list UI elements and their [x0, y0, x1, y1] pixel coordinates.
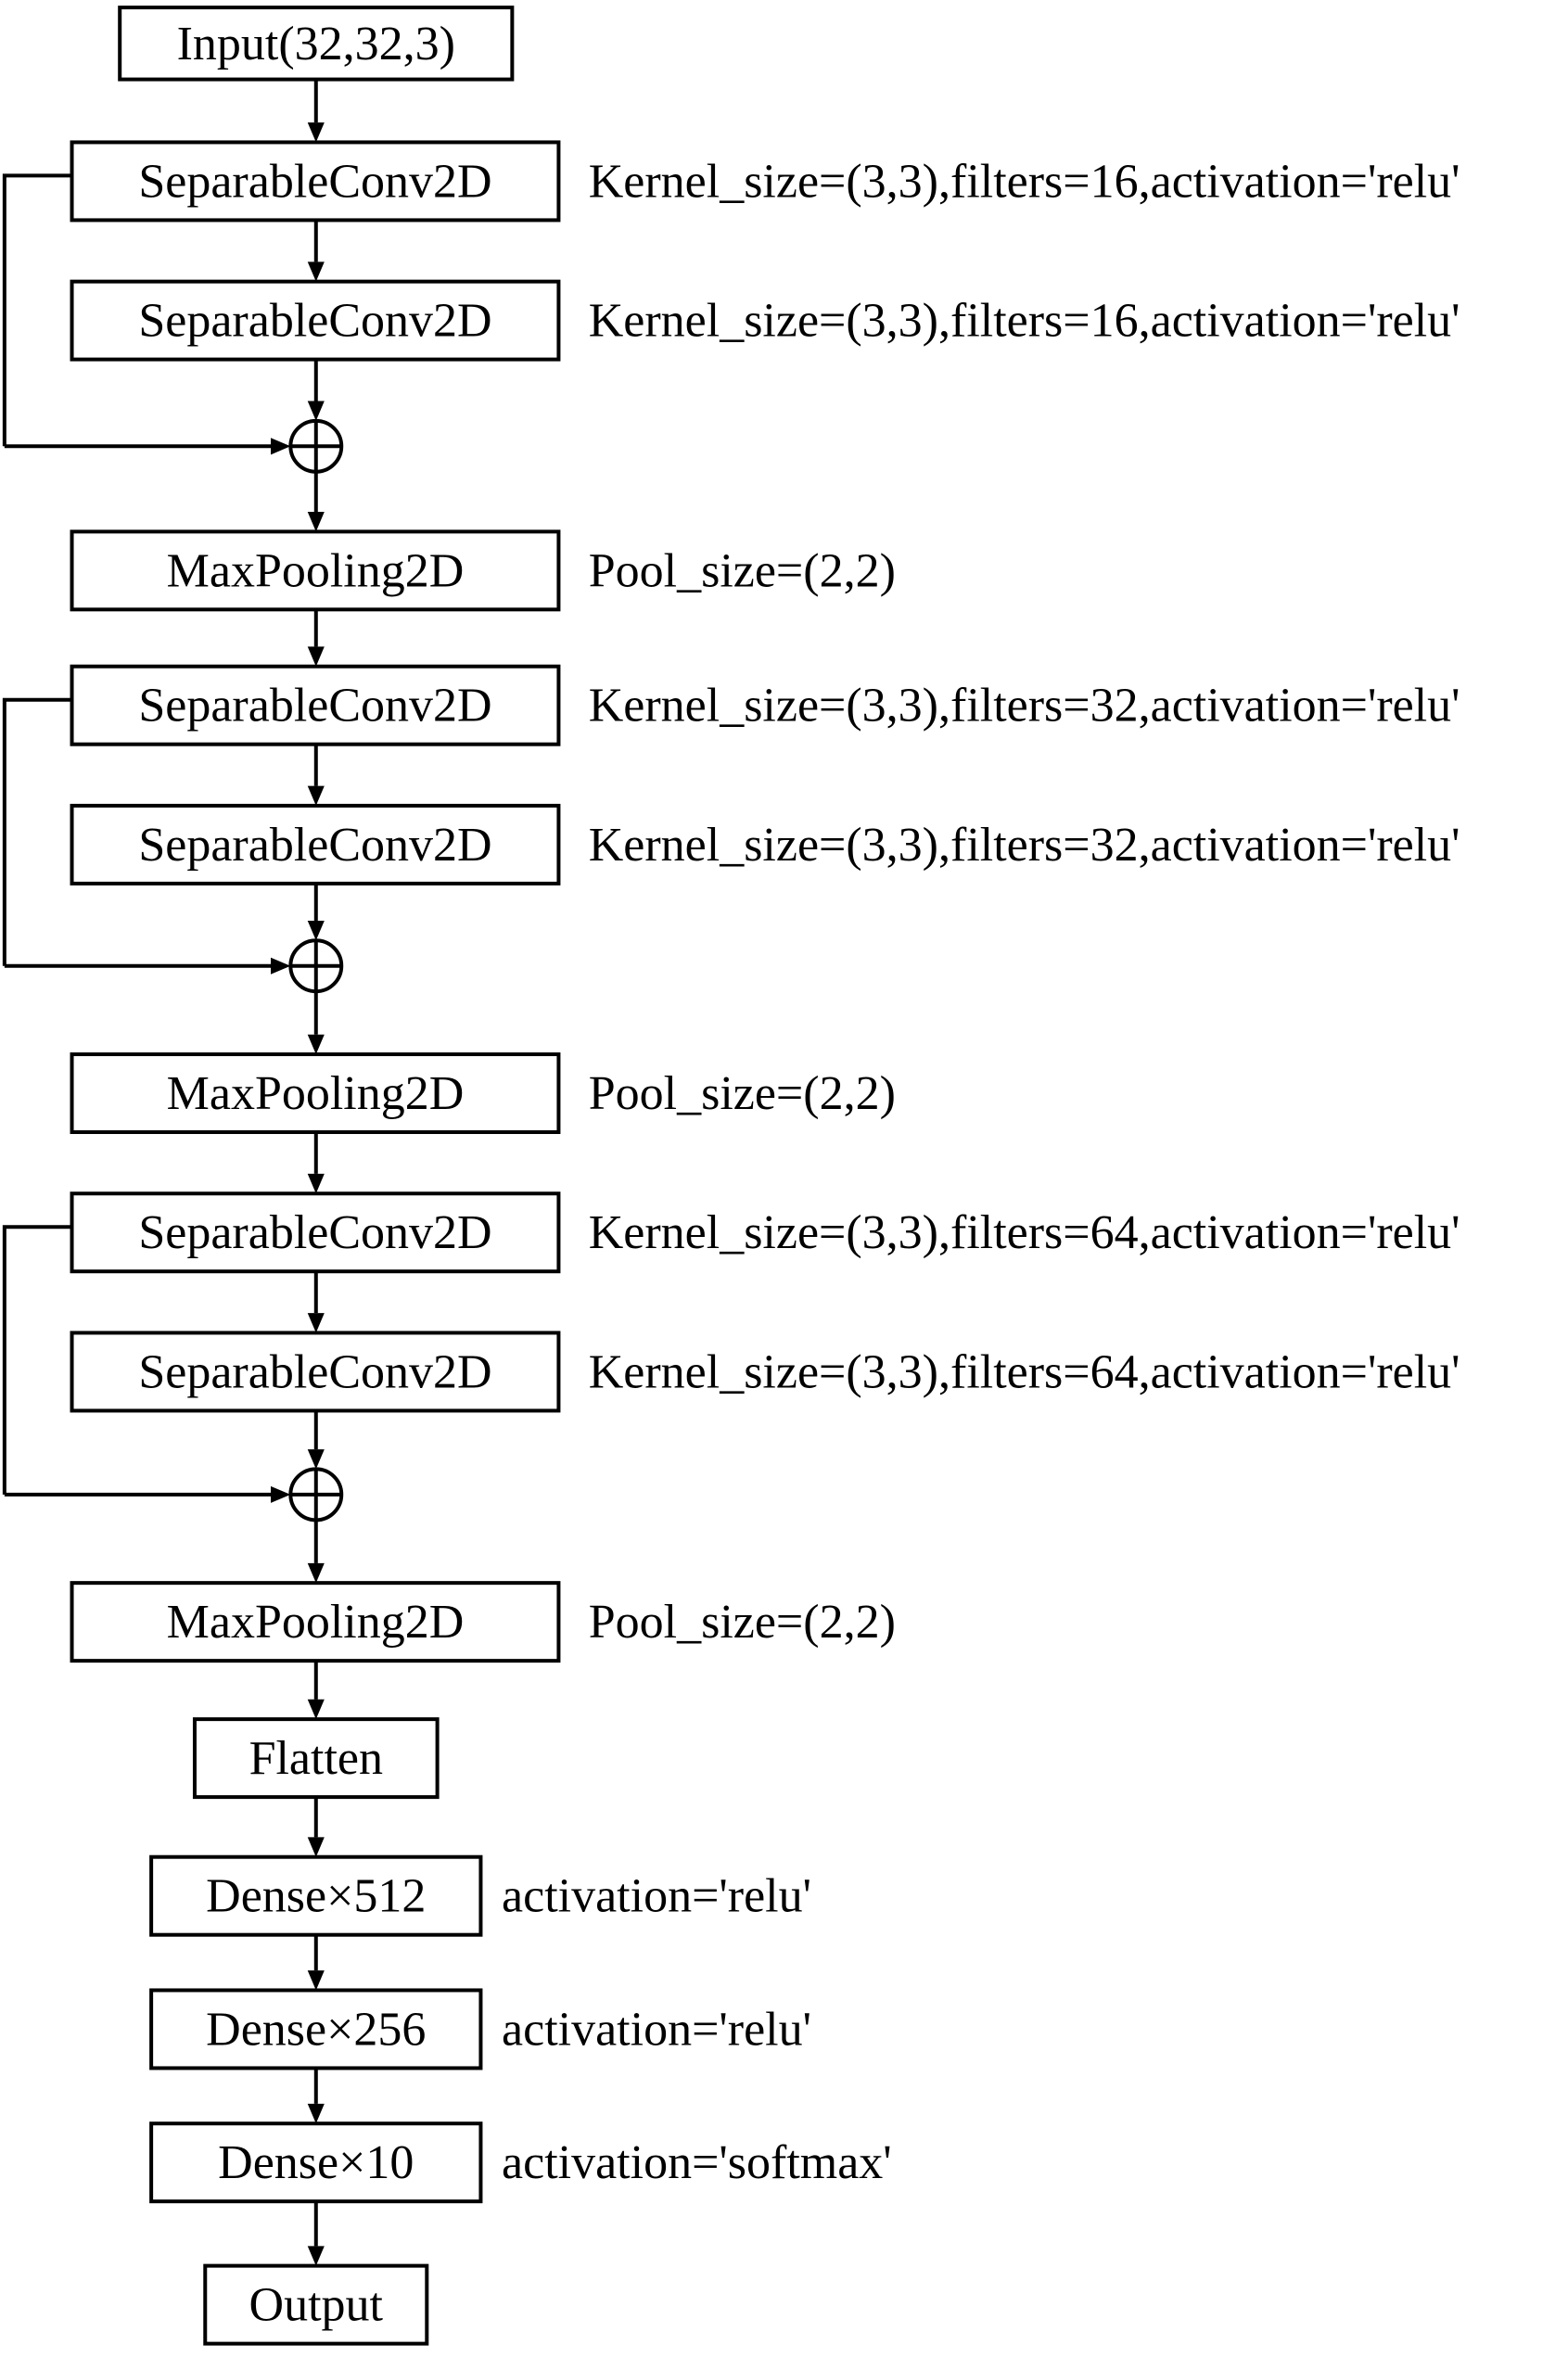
- edge-from-add-0-head: [307, 512, 325, 532]
- layer-params: activation='relu': [502, 1870, 811, 1923]
- add-nodes-layer: [288, 418, 344, 1522]
- layer-params: Pool_size=(2,2): [589, 1067, 896, 1120]
- layer-params: Pool_size=(2,2): [589, 1596, 896, 1649]
- edge-to-add-0-head: [307, 401, 325, 421]
- layer-label: SeparableConv2D: [138, 680, 491, 733]
- layer-node-input: Input(32,32,3): [118, 6, 515, 82]
- edges-layer: [2, 79, 325, 2266]
- edge-pool2-conv3a-head: [307, 1173, 325, 1194]
- layer-label: Dense×256: [206, 2003, 426, 2056]
- layer-box: [70, 1052, 561, 1135]
- skip-connection-2: [2, 1225, 72, 1495]
- layer-label: SeparableConv2D: [138, 1345, 491, 1398]
- edge-conv2a-conv2b-head: [307, 785, 325, 806]
- layer-params: Kernel_size=(3,3),filters=64,activation=…: [589, 1345, 1460, 1398]
- layer-params: activation='relu': [502, 2003, 811, 2056]
- nodes-layer: Input(32,32,3) SeparableConv2D SeparableCo…: [70, 6, 561, 2346]
- layer-params: Kernel_size=(3,3),filters=64,activation=…: [589, 1206, 1460, 1259]
- edge-conv3a-conv3b-head: [307, 1313, 325, 1333]
- layer-box: [70, 803, 561, 885]
- edge-dense10-output-head: [307, 2246, 325, 2266]
- layer-box: [70, 1331, 561, 1413]
- layer-node-pool2: MaxPooling2D: [70, 1052, 561, 1135]
- layer-box: [70, 1581, 561, 1663]
- layer-node-dense512: Dense×512: [149, 1854, 483, 1937]
- layer-box: [70, 1191, 561, 1274]
- layer-params: activation='softmax': [502, 2136, 892, 2189]
- edge-pool1-conv2a-head: [307, 646, 325, 667]
- layer-node-dense10: Dense×10: [149, 2121, 483, 2204]
- layer-box: [149, 1988, 483, 2070]
- skip-arrow-2-head: [271, 1485, 291, 1503]
- edge-to-add-1-head: [307, 920, 325, 941]
- layer-box: [70, 140, 561, 223]
- skip-connection-1: [2, 697, 72, 966]
- layer-label: MaxPooling2D: [167, 1067, 465, 1120]
- layer-label: Input(32,32,3): [177, 18, 455, 70]
- layer-params: Pool_size=(2,2): [589, 544, 896, 597]
- layer-params: Kernel_size=(3,3),filters=32,activation=…: [589, 680, 1460, 733]
- layer-node-pool3: MaxPooling2D: [70, 1581, 561, 1663]
- layer-node-output: Output: [203, 2263, 429, 2346]
- edge-from-add-2-head: [307, 1562, 325, 1584]
- skip-connection-0: [2, 173, 72, 447]
- layer-params: Kernel_size=(3,3),filters=16,activation=…: [589, 295, 1460, 348]
- layer-box: [149, 2121, 483, 2204]
- layer-box: [70, 279, 561, 362]
- layer-node-conv3b: SeparableConv2D: [70, 1331, 561, 1413]
- add-node-2: [288, 1467, 344, 1522]
- layer-label: MaxPooling2D: [167, 544, 465, 597]
- layer-node-conv1b: SeparableConv2D: [70, 279, 561, 362]
- layer-box: [192, 1717, 440, 1800]
- layer-node-conv1a: SeparableConv2D: [70, 140, 561, 223]
- skip-arrow-1-head: [271, 957, 291, 975]
- layer-node-conv2a: SeparableConv2D: [70, 664, 561, 746]
- edge-flatten-dense512-head: [307, 1837, 325, 1857]
- layer-label: SeparableConv2D: [138, 155, 491, 208]
- edge-input-conv1a-head: [307, 122, 325, 143]
- layer-label: MaxPooling2D: [167, 1596, 465, 1649]
- layer-node-pool1: MaxPooling2D: [70, 529, 561, 612]
- layer-box: [149, 1854, 483, 1937]
- skip-arrow-0-head: [271, 438, 291, 455]
- edge-conv1a-conv1b-head: [307, 261, 325, 282]
- layer-node-dense256: Dense×256: [149, 1988, 483, 2070]
- edge-from-add-1-head: [307, 1034, 325, 1055]
- layer-box: [70, 529, 561, 612]
- edge-pool3-flatten-head: [307, 1699, 325, 1720]
- layer-label: SeparableConv2D: [138, 295, 491, 348]
- edge-to-add-2-head: [307, 1449, 325, 1470]
- add-node-1: [288, 938, 344, 994]
- layer-node-flatten: Flatten: [192, 1717, 440, 1800]
- layer-label: SeparableConv2D: [138, 1206, 491, 1259]
- layer-label: Dense×10: [218, 2136, 414, 2189]
- layer-label: Flatten: [249, 1732, 383, 1785]
- layer-label: Dense×512: [206, 1870, 426, 1923]
- add-node-0: [288, 418, 344, 474]
- edge-dense512-dense256-head: [307, 1970, 325, 1991]
- layer-label: Output: [249, 2279, 384, 2332]
- params-layer: Kernel_size=(3,3),filters=16,activation=…: [502, 155, 1460, 2189]
- layer-params: Kernel_size=(3,3),filters=16,activation=…: [589, 155, 1460, 208]
- layer-box: [203, 2263, 429, 2346]
- layer-box: [118, 6, 515, 82]
- layer-params: Kernel_size=(3,3),filters=32,activation=…: [589, 819, 1460, 872]
- edge-dense256-dense10-head: [307, 2103, 325, 2124]
- layer-label: SeparableConv2D: [138, 819, 491, 872]
- layer-box: [70, 664, 561, 746]
- layer-node-conv2b: SeparableConv2D: [70, 803, 561, 885]
- layer-node-conv3a: SeparableConv2D: [70, 1191, 561, 1274]
